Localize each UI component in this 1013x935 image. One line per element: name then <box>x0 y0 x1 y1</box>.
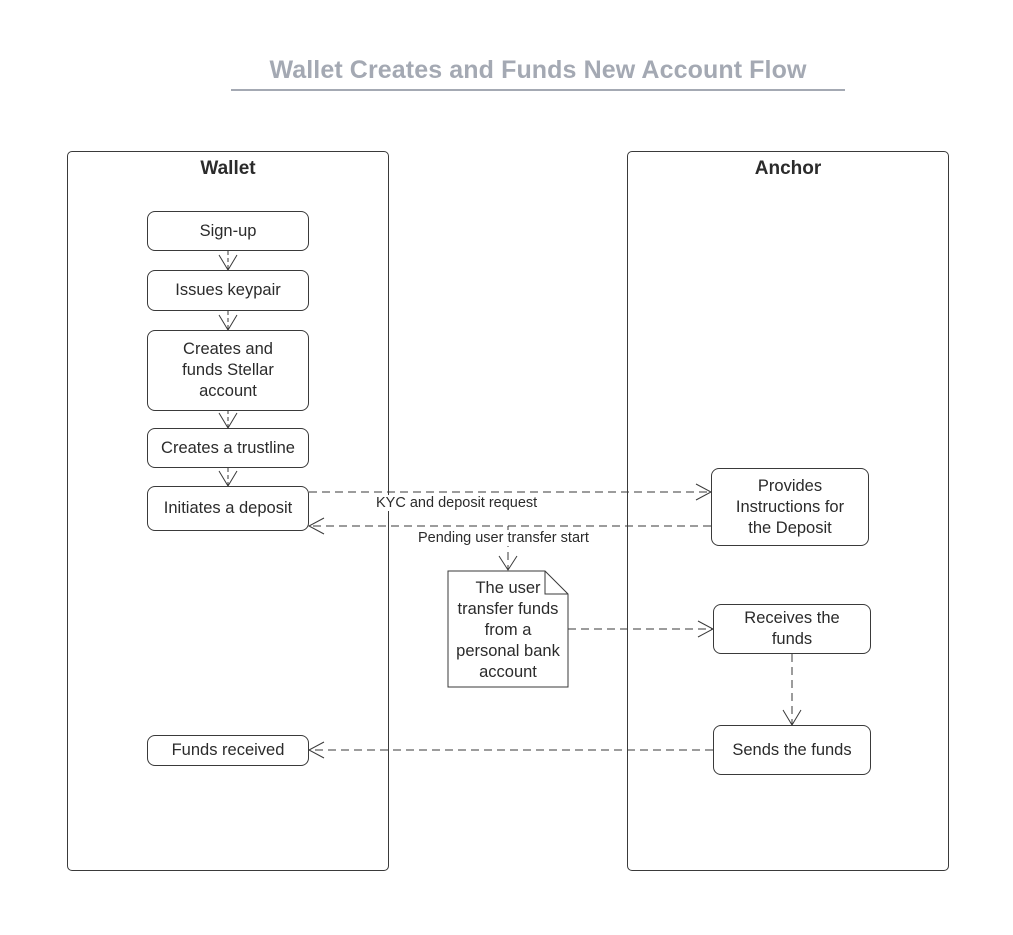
wallet-lane-title: Wallet <box>200 158 256 179</box>
step-initiate-deposit: Initiates a deposit <box>147 486 309 531</box>
arrowhead-deposit-return <box>307 517 325 535</box>
step-signup: Sign-up <box>147 211 309 251</box>
arrowhead-note <box>498 555 518 571</box>
step-receives-funds: Receives the funds <box>713 604 871 654</box>
anchor-lane: Anchor <box>627 151 949 871</box>
anchor-lane-title: Anchor <box>754 158 822 179</box>
wallet-lane: Wallet <box>67 151 389 871</box>
step-create-trustline: Creates a trustline <box>147 428 309 468</box>
note-shape <box>447 570 569 688</box>
title-underline <box>231 89 845 91</box>
note-fold <box>544 571 568 595</box>
step-provide-instructions: Provides Instructions for the Deposit <box>711 468 869 546</box>
step-issues-keypair: Issues keypair <box>147 270 309 311</box>
arrowhead-received <box>307 741 325 759</box>
step-funds-received: Funds received <box>147 735 309 766</box>
label-pending-transfer: Pending user transfer start <box>416 530 591 546</box>
user-transfer-note: The user transfer funds from a personal … <box>456 578 560 681</box>
step-create-fund-account: Creates and funds Stellar account <box>147 330 309 411</box>
diagram-title: Wallet Creates and Funds New Account Flo… <box>269 56 807 84</box>
label-kyc-request: KYC and deposit request <box>374 495 540 511</box>
step-sends-funds: Sends the funds <box>713 725 871 775</box>
